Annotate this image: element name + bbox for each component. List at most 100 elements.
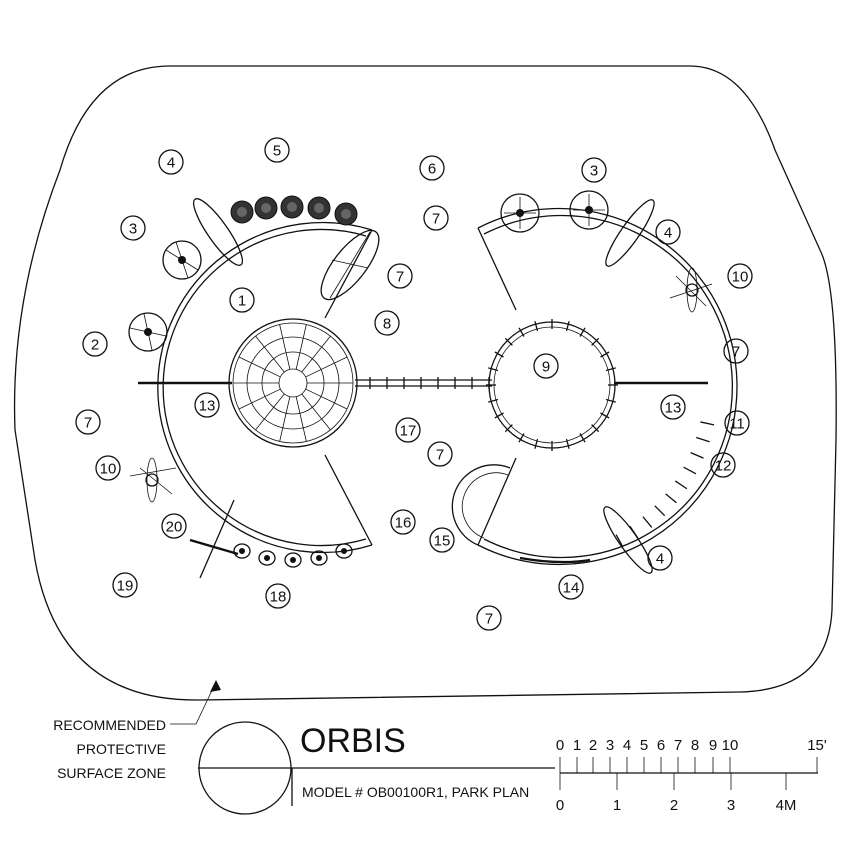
callout-circle (533, 353, 559, 379)
callout-marker: 10 (95, 455, 121, 481)
svg-text:1: 1 (613, 797, 621, 814)
callout-circle (427, 441, 453, 467)
callout-circle (82, 331, 108, 357)
callout-marker: 19 (112, 572, 138, 598)
title-block: ORBIS MODEL # OB00100R1, PARK PLAN RECOM… (53, 680, 555, 815)
scale-tick-feet: 0 (556, 737, 564, 773)
callout-marker: 7 (723, 338, 749, 364)
title-circle (198, 721, 292, 815)
callout-marker: 18 (265, 583, 291, 609)
hanging-ring (258, 550, 276, 566)
callout-circle (423, 205, 449, 231)
callout-circle (265, 583, 291, 609)
svg-text:1: 1 (573, 737, 581, 754)
callout-number: 16 (395, 515, 412, 532)
scale-tick-feet: 6 (657, 737, 665, 773)
hanging-ring (280, 195, 304, 219)
callout-circle (158, 149, 184, 175)
callout-number: 7 (396, 269, 404, 286)
scale-tick-feet: 2 (589, 737, 597, 773)
callout-marker: 12 (710, 452, 736, 478)
surface-zone-outline (13, 65, 837, 701)
propeller-spinner (129, 457, 177, 503)
spinner-wheel (128, 312, 168, 352)
callout-circle (75, 409, 101, 435)
hanging-ring (233, 543, 251, 559)
callout-circle (161, 513, 187, 539)
callout-circle (723, 338, 749, 364)
left-structure (128, 195, 380, 579)
callout-number: 2 (91, 337, 99, 354)
callout-number: 7 (84, 415, 92, 432)
callout-number: 10 (100, 461, 117, 478)
callout-number: 14 (563, 580, 580, 597)
svg-text:3: 3 (606, 737, 614, 754)
hanging-ring (307, 196, 331, 220)
callout-circle (476, 605, 502, 631)
callout-number: 3 (590, 163, 598, 180)
callout-number: 4 (167, 155, 175, 172)
spinner-wheel (569, 190, 609, 230)
callout-circle (387, 263, 413, 289)
scale-tick-feet: 4 (623, 737, 631, 773)
scale-tick-meter: 0 (556, 773, 564, 814)
svg-text:2: 2 (670, 797, 678, 814)
callout-number: 5 (273, 143, 281, 160)
hanging-ring (230, 200, 254, 224)
callout-number: 7 (432, 211, 440, 228)
callout-marker: 1 (229, 287, 255, 313)
callout-number: 8 (383, 316, 391, 333)
callout-circle (374, 310, 400, 336)
scale-tick-meter: 4M (776, 773, 796, 814)
scale-tick-meter: 1 (613, 773, 621, 814)
model-number: MODEL # OB00100R1, PARK PLAN (302, 784, 529, 800)
callout-marker: 2 (82, 331, 108, 357)
hanging-ring (254, 196, 278, 220)
spinner-wheel (500, 193, 540, 233)
svg-text:0: 0 (556, 797, 564, 814)
callout-circle (229, 287, 255, 313)
svg-text:8: 8 (691, 737, 699, 754)
scale-tick-feet: 15' (807, 737, 827, 773)
callout-number: 15 (434, 533, 451, 550)
callout-marker: 15 (429, 527, 455, 553)
right-structure (451, 190, 738, 574)
callout-number: 4 (656, 551, 664, 568)
hanging-ring (284, 552, 302, 568)
hanging-ring (335, 543, 353, 559)
callout-number: 18 (270, 589, 287, 606)
callout-marker: 3 (120, 215, 146, 241)
callout-marker: 20 (161, 513, 187, 539)
callout-marker: 7 (476, 605, 502, 631)
svg-text:10: 10 (722, 737, 739, 754)
callout-marker: 9 (533, 353, 559, 379)
callout-number: 4 (664, 225, 672, 242)
callout-circle (727, 263, 753, 289)
svg-text:2: 2 (589, 737, 597, 754)
callout-circle (724, 410, 750, 436)
callout-circle (395, 417, 421, 443)
callout-marker: 7 (423, 205, 449, 231)
callout-circle (112, 572, 138, 598)
callout-marker: 6 (419, 155, 445, 181)
zone-label-line-2: PROTECTIVE (77, 741, 166, 757)
callout-number: 13 (199, 398, 216, 415)
svg-text:0: 0 (556, 737, 564, 754)
callout-number: 1 (238, 293, 246, 310)
scale-tick-meter: 3 (727, 773, 735, 814)
zone-label-line-1: RECOMMENDED (53, 717, 166, 733)
spinner-wheel (162, 240, 202, 280)
callout-circle (660, 394, 686, 420)
callout-marker: 8 (374, 310, 400, 336)
svg-text:7: 7 (674, 737, 682, 754)
callout-marker: 4 (158, 149, 184, 175)
callout-number: 11 (729, 416, 745, 433)
callout-circle (429, 527, 455, 553)
callout-number: 7 (732, 344, 740, 361)
svg-text:15': 15' (807, 737, 827, 754)
callout-circle (194, 392, 220, 418)
callout-number: 20 (166, 519, 183, 536)
hanging-ring (334, 202, 358, 226)
callout-circle (390, 509, 416, 535)
